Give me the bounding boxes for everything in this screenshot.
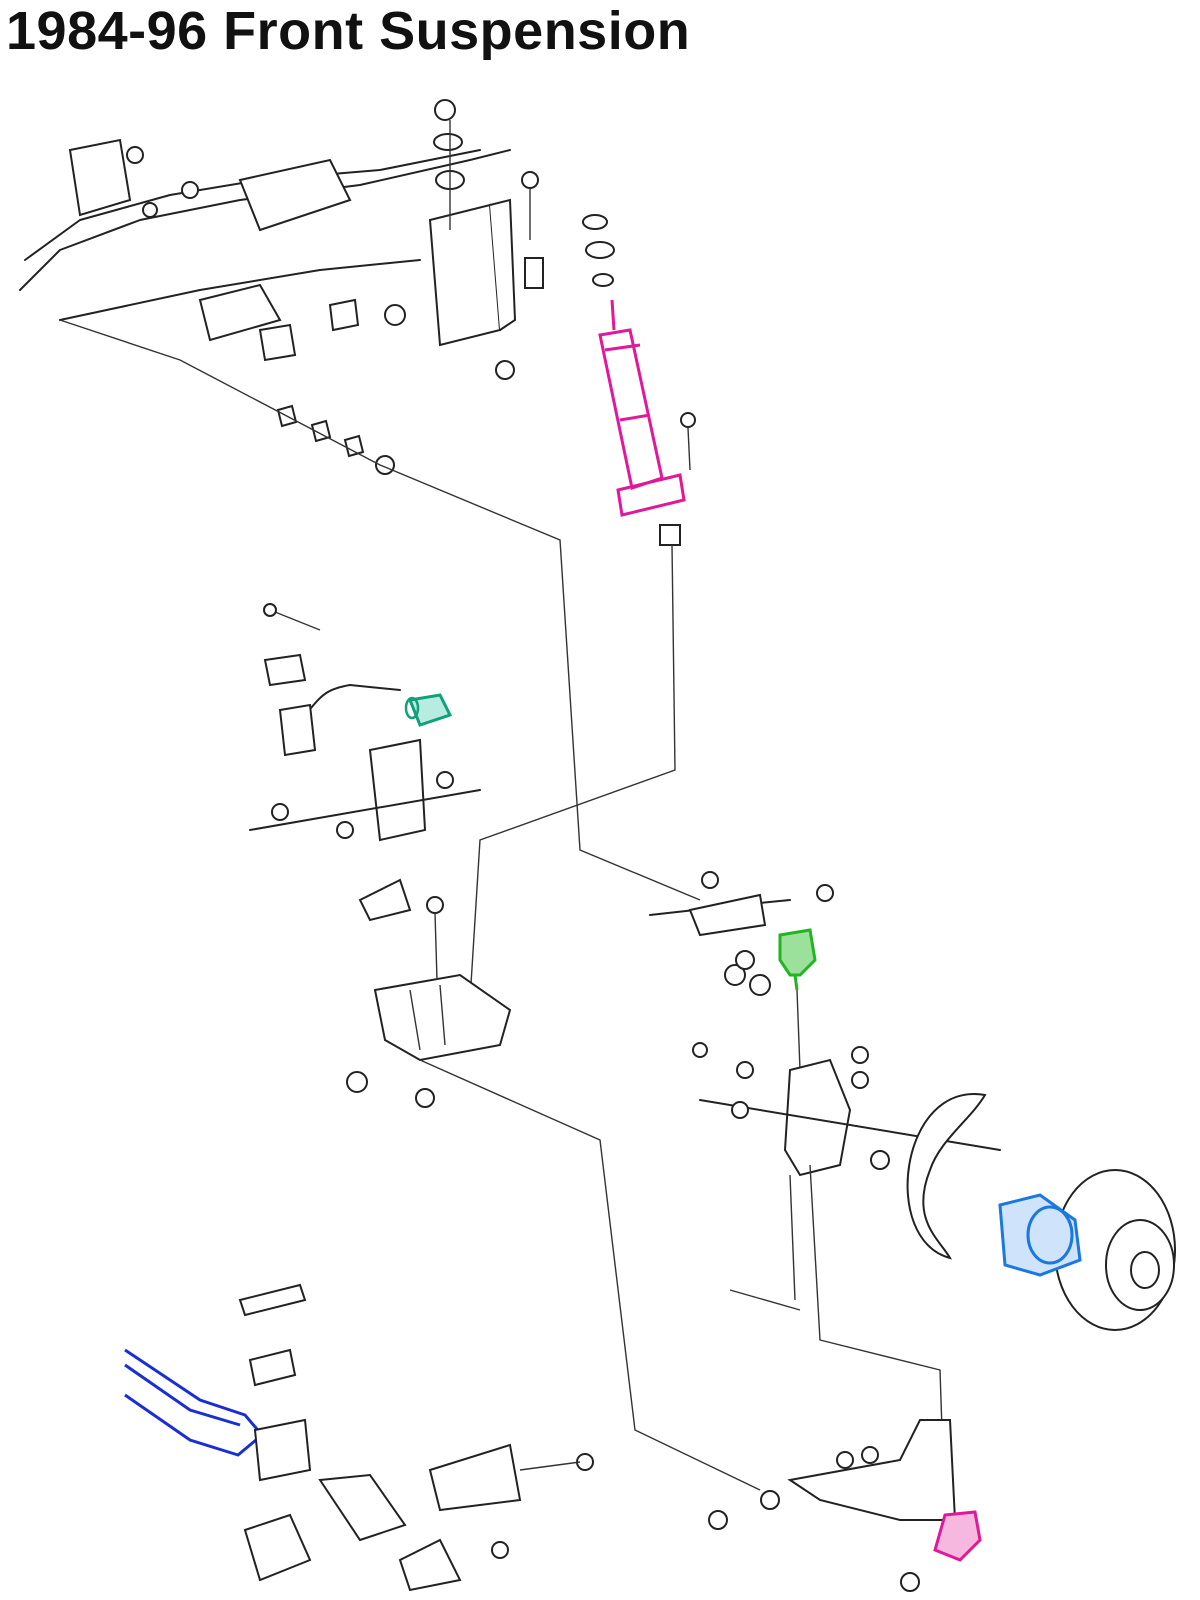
shock-absorber bbox=[469, 214, 696, 1001]
steering-knuckle-hub bbox=[692, 989, 1176, 1521]
transverse-leaf-spring bbox=[124, 1283, 594, 1592]
diagram-title: 1984-96 Front Suspension bbox=[6, 1, 691, 61]
frame-crossmember bbox=[19, 99, 544, 380]
control-arm-bracket bbox=[346, 896, 761, 1491]
upper-control-arm bbox=[649, 871, 834, 996]
alignment-shims bbox=[59, 319, 701, 901]
lower-control-arm bbox=[708, 1419, 982, 1592]
stabilizer-bar-assembly bbox=[249, 603, 481, 922]
